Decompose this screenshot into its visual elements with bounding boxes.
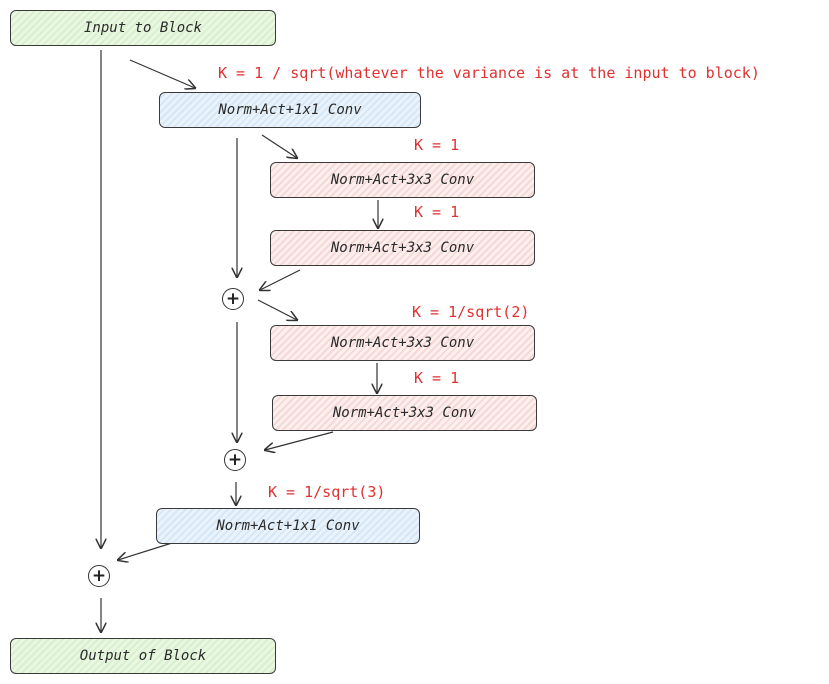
arrow-conv3x3-4-to-sum2 — [265, 431, 334, 450]
k-label-conv3x3-3: K = 1/sqrt(2) — [412, 303, 530, 321]
sum-node-3: + — [88, 565, 110, 587]
arrow-input-to-conv1x1 — [129, 59, 195, 88]
sum-node-2: + — [224, 449, 246, 471]
k-label-top: K = 1 / sqrt(whatever the variance is at… — [218, 64, 760, 82]
conv1x1-top-node: Norm+Act+1x1 Conv — [159, 92, 421, 128]
k-label-conv3x3-1: K = 1 — [414, 136, 460, 154]
k-label-conv3x3-2: K = 1 — [414, 203, 460, 221]
arrow-conv1x1-bottom-to-sum3 — [118, 542, 173, 560]
conv3x3-node-1: Norm+Act+3x3 Conv — [270, 162, 535, 198]
arrow-conv1x1-to-conv3x3-1 — [261, 134, 297, 158]
k-label-conv3x3-4: K = 1 — [414, 369, 460, 387]
input-to-block-node: Input to Block — [10, 10, 276, 46]
sum-node-1: + — [222, 288, 244, 310]
k-label-conv1x1-bottom: K = 1/sqrt(3) — [268, 483, 386, 501]
conv3x3-node-3: Norm+Act+3x3 Conv — [270, 325, 535, 361]
conv1x1-bottom-node: Norm+Act+1x1 Conv — [156, 508, 420, 544]
conv3x3-node-4: Norm+Act+3x3 Conv — [272, 395, 537, 431]
arrow-sum1-to-conv3x3-3 — [257, 299, 297, 320]
output-of-block-node: Output of Block — [10, 638, 276, 674]
conv3x3-node-2: Norm+Act+3x3 Conv — [270, 230, 535, 266]
arrow-conv3x3-2-to-sum1 — [260, 269, 301, 290]
